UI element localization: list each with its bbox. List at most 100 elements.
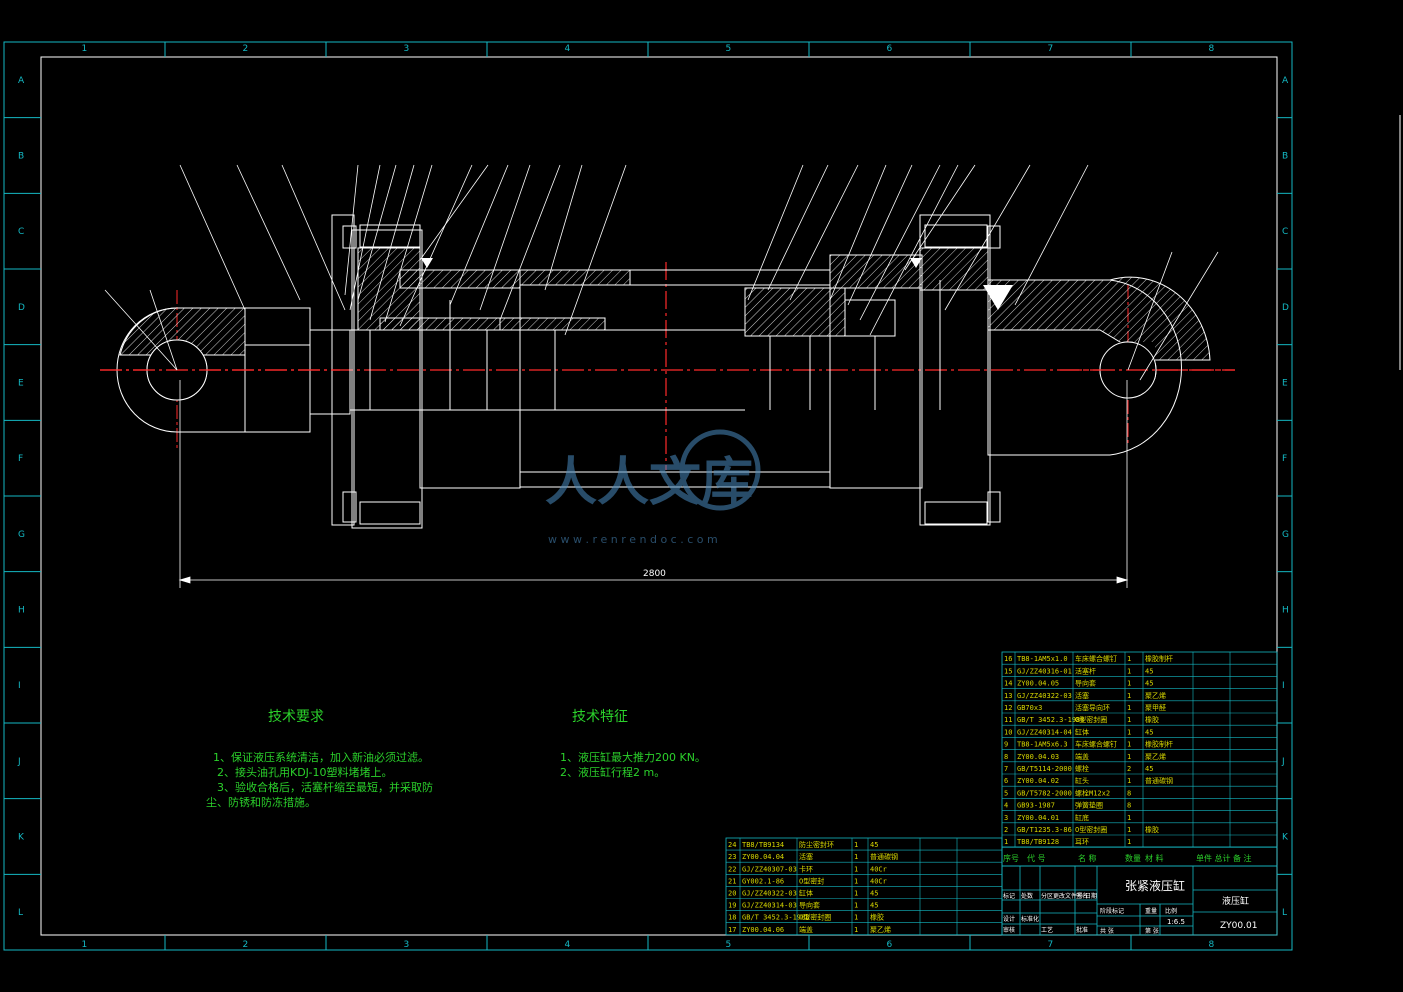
zone-col-bottom-6: 6 <box>887 940 893 950</box>
watermark-brand: 人人文库 <box>545 452 753 513</box>
bom-cell: 40Cr <box>870 865 887 873</box>
tech-requirements-list: 1、保证液压系统清洁，加入新油必须过滤。2、接头油孔用KDJ-10塑料堵堵上。3… <box>206 750 433 809</box>
bom-header-cell: 数量 <box>1125 853 1141 863</box>
zone-row-left-A: A <box>18 76 25 86</box>
bom-cell: ZY00.04.03 <box>1017 753 1059 761</box>
bom-cell: 导向套 <box>799 901 820 910</box>
bom-cell: 1 <box>1127 692 1131 700</box>
title-block-label: 第 张 <box>1145 927 1159 935</box>
bom-cell: 16 <box>1004 655 1012 663</box>
bom-cell: 导向套 <box>1075 679 1096 688</box>
bom-cell: 聚乙烯 <box>1145 752 1166 761</box>
bom-cell: 普通碳钢 <box>1145 776 1173 785</box>
bom-cell: 1 <box>854 902 858 910</box>
bom-cell: GB/T1235.3-86 <box>1017 826 1072 834</box>
bom-cell: 橡胶制杆 <box>1145 654 1173 663</box>
bom-cell: 1 <box>854 853 858 861</box>
bom-cell: 21 <box>728 877 736 885</box>
title-block-name: 张紧液压缸 <box>1125 878 1185 893</box>
bom-cell: 24 <box>728 841 736 849</box>
bom-cell: 22 <box>728 865 736 873</box>
bom-cell: 13 <box>1004 692 1012 700</box>
overall-dimension-value: 2800 <box>643 569 666 579</box>
title-block-label: 处数 <box>1021 892 1033 900</box>
bom-cell: ZY00.04.02 <box>1017 777 1059 785</box>
bom-cell: 车床螺合螺钉 <box>1075 740 1117 749</box>
zone-row-right-I: I <box>1282 681 1285 691</box>
title-block-label: 日期 <box>1085 892 1097 900</box>
section-hatching <box>119 247 1211 361</box>
title-block <box>1001 865 1278 936</box>
zone-row-left-C: C <box>18 227 24 237</box>
zone-row-right-D: D <box>1282 303 1289 313</box>
zone-row-right-A: A <box>1282 76 1289 86</box>
bom-cell: O型密封圈 <box>1075 825 1107 834</box>
zone-col-top-3: 3 <box>404 44 410 54</box>
overall-dimension <box>178 380 1129 588</box>
tech-requirements-title: 技术要求 <box>268 709 324 725</box>
part-leaders <box>104 164 1219 381</box>
bom-cell: 9 <box>1004 741 1008 749</box>
bom-cell: GB/T 3452.3-1988 <box>742 914 809 922</box>
title-block-label: 批准 <box>1076 926 1088 934</box>
bom-cell: 1 <box>854 841 858 849</box>
bom-cell: 1 <box>854 926 858 934</box>
title-block-label: 标准化 <box>1021 915 1039 923</box>
bom-cell: 19 <box>728 902 736 910</box>
title-block-label: 签名 <box>1076 892 1088 900</box>
zone-row-right-K: K <box>1282 833 1289 843</box>
bom-cell: 17 <box>728 926 736 934</box>
bom-cell: 8 <box>1127 802 1131 810</box>
bom-cell: 2 <box>1004 826 1008 834</box>
bom-cell: ZY00.04.05 <box>1017 680 1059 688</box>
bom-header-cell: 名 称 <box>1078 853 1097 863</box>
title-block-labels: 标记处数分区更改文件号签名日期设计标准化阶段标记重量比例审核工艺批准共 张第 张 <box>1003 892 1177 935</box>
bom-cell: 螺栓M12x2 <box>1075 788 1110 797</box>
zone-row-right-H: H <box>1282 606 1289 616</box>
bom-cell: 5 <box>1004 789 1008 797</box>
bom-header-cell: 代 号 <box>1027 853 1046 863</box>
bom-cell: 缸体 <box>799 889 813 898</box>
bom-cell: 11 <box>1004 716 1012 724</box>
bom-cell: GB/T5782-2000 <box>1017 789 1072 797</box>
zone-row-left-H: H <box>18 606 25 616</box>
bom-cell: 4 <box>1004 802 1008 810</box>
title-block-label: 重量 <box>1145 907 1157 915</box>
bom-cell: 1 <box>1127 716 1131 724</box>
bom-cell: 1 <box>854 914 858 922</box>
bom-cell: 45 <box>1145 728 1153 736</box>
zone-row-left-F: F <box>18 454 23 464</box>
bom-cell: GB93-1987 <box>1017 802 1055 810</box>
bom-cell: 橡胶 <box>1145 825 1159 834</box>
zone-col-bottom-5: 5 <box>726 940 732 950</box>
zone-row-right-G: G <box>1282 530 1289 540</box>
bom-cell: 12 <box>1004 704 1012 712</box>
bom-cell: 聚乙烯 <box>1145 691 1166 700</box>
zone-row-right-J: J <box>1281 757 1285 767</box>
bom-cell: O型密封圈 <box>799 913 831 922</box>
title-block-label: 设计 <box>1003 915 1015 923</box>
tech-feature-item: 1、液压缸最大推力200 KN。 <box>560 750 706 764</box>
title-block-scale: 1:6.5 <box>1167 918 1185 926</box>
bom-header-cell: 材 料 <box>1145 853 1164 863</box>
bom-cell: 6 <box>1004 777 1008 785</box>
bom-cell: GJ/ZZ40314-04 <box>1017 728 1072 736</box>
zone-col-bottom-1: 1 <box>82 940 88 950</box>
bom-cell: GY002.1-86 <box>742 877 784 885</box>
bom-cell: ZY00.04.01 <box>1017 814 1059 822</box>
zone-col-top-1: 1 <box>82 44 88 54</box>
zone-row-right-B: B <box>1282 152 1288 162</box>
bom-cell: 45 <box>870 902 878 910</box>
bom-cell: 缸头 <box>1075 776 1089 785</box>
bom-cell: 防尘密封环 <box>799 840 834 849</box>
bom-cell: GJ/ZZ40322-03 <box>1017 692 1072 700</box>
bom-cell: TB8/TB9134 <box>742 841 784 849</box>
bom-cell: GJ/ZZ40307-03 <box>742 865 797 873</box>
zone-col-bottom-7: 7 <box>1048 940 1054 950</box>
bom-cell: 1 <box>854 865 858 873</box>
title-block-company: 液压缸 <box>1222 895 1249 907</box>
bom-cell: 聚甲醛 <box>1145 703 1166 712</box>
